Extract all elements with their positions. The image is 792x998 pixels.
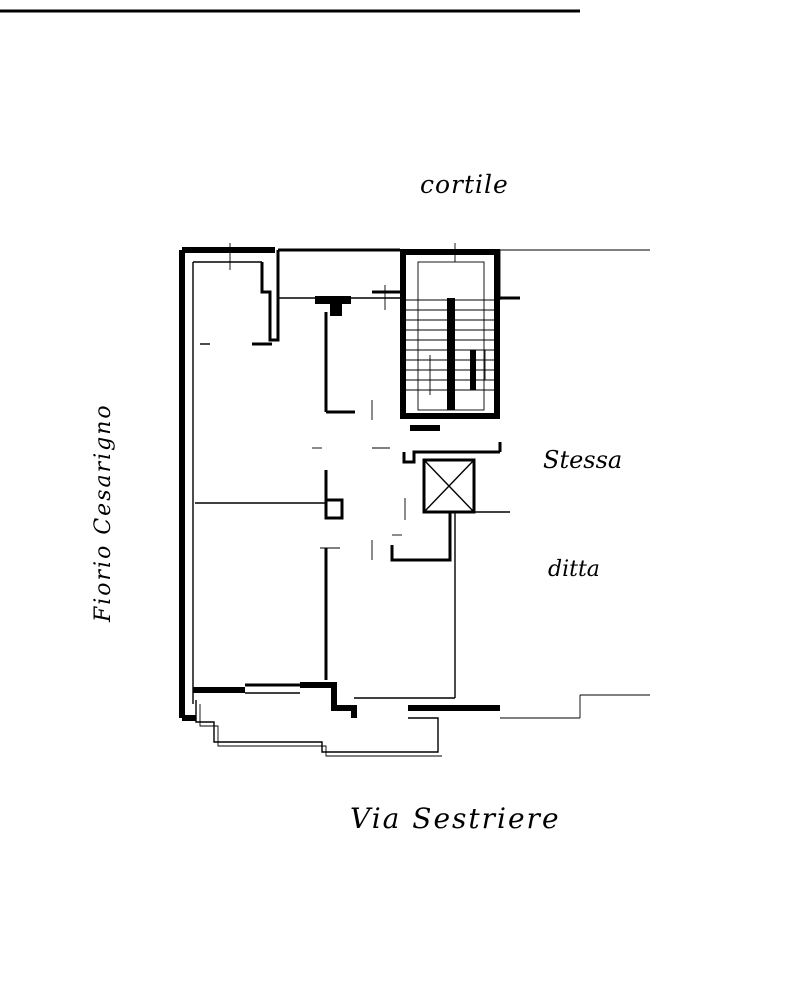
label-via-sestriere: Via Sestriere	[350, 802, 561, 835]
label-stessa: Stessa	[543, 446, 622, 474]
label-fiorio-cesarigno: Fiorio Cesarigno	[91, 403, 116, 623]
building-outline	[179, 243, 650, 757]
label-cortile: cortile	[420, 170, 509, 199]
label-ditta: ditta	[548, 557, 600, 582]
